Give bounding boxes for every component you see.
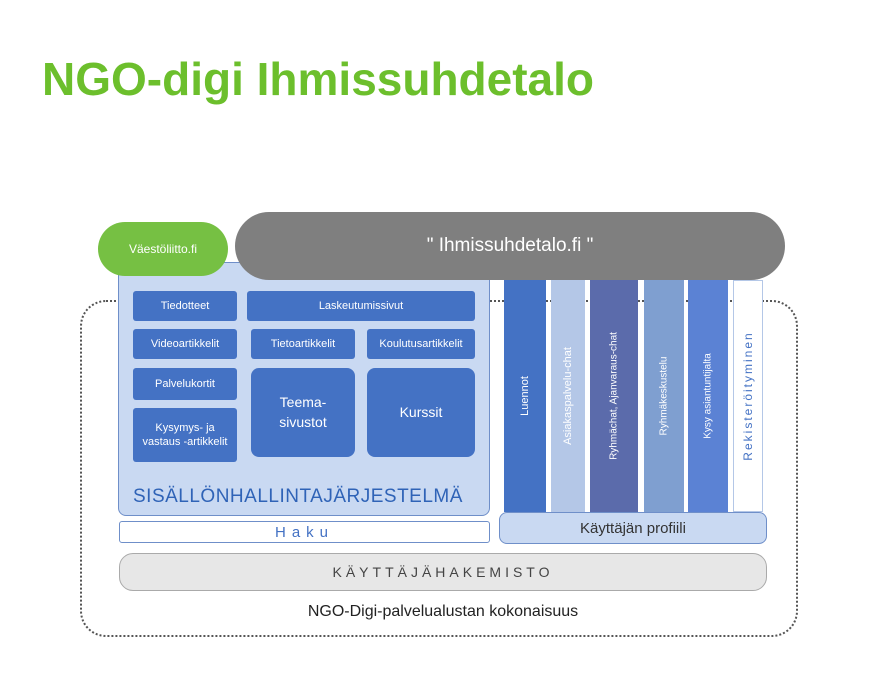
block-koulutusartikkelit: Koulutusartikkelit: [367, 329, 475, 359]
column-ryhmachat-label: Ryhmächat, Ajanvaraus-chat: [608, 332, 620, 460]
column-luennot: Luennot: [504, 280, 546, 512]
cms-label: SISÄLLÖNHALLINTAJÄRJESTELMÄ: [133, 486, 463, 507]
kayttajahakemisto-bar: KÄYTTÄJÄHAKEMISTO: [119, 553, 767, 591]
column-kysy: Kysy asiantuntijalta: [688, 280, 728, 512]
ihmissuhdetalo-banner: " Ihmissuhdetalo.fi ": [235, 212, 785, 280]
column-luennot-label: Luennot: [519, 376, 531, 416]
block-kurssit: Kurssit: [367, 368, 475, 457]
block-teema-line2: sivustot: [279, 413, 327, 430]
column-ryhmakeskustelu-label: Ryhmäkeskustelu: [658, 356, 670, 436]
kayttajan-profiili-bar: Käyttäjän profiili: [499, 512, 767, 544]
haku-bar: Haku: [119, 521, 490, 543]
block-palvelukortit: Palvelukortit: [133, 368, 237, 400]
block-videoartikkelit: Videoartikkelit: [133, 329, 237, 359]
column-rekisteroityminen: Rekisteröityminen: [733, 280, 763, 512]
block-laskeutumissivut: Laskeutumissivut: [247, 291, 475, 321]
block-tietoartikkelit: Tietoartikkelit: [251, 329, 355, 359]
platform-caption: NGO-Digi-palvelualustan kokonaisuus: [307, 603, 579, 620]
page-title: NGO-digi Ihmissuhdetalo: [42, 53, 595, 105]
column-ryhmachat: Ryhmächat, Ajanvaraus-chat: [590, 280, 638, 512]
column-asiakaspalvelu: Asiakaspalvelu-chat: [551, 280, 585, 512]
column-kysy-label: Kysy asiantuntijalta: [702, 353, 714, 439]
column-ryhmakeskustelu: Ryhmäkeskustelu: [644, 280, 684, 512]
vaestoliitto-badge: Väestöliitto.fi: [98, 222, 228, 276]
block-teemasivustot: Teema- sivustot: [251, 368, 355, 457]
block-kysymys-line1: Kysymys- ja: [155, 421, 215, 434]
block-kysymys-vastaus: Kysymys- ja vastaus -artikkelit: [133, 408, 237, 462]
block-kysymys-line2: vastaus -artikkelit: [142, 436, 228, 448]
block-teema-line1: Teema-: [279, 393, 327, 410]
column-rekisteroityminen-label: Rekisteröityminen: [741, 331, 755, 461]
column-asiakaspalvelu-label: Asiakaspalvelu-chat: [562, 347, 574, 445]
block-tiedotteet: Tiedotteet: [133, 291, 237, 321]
